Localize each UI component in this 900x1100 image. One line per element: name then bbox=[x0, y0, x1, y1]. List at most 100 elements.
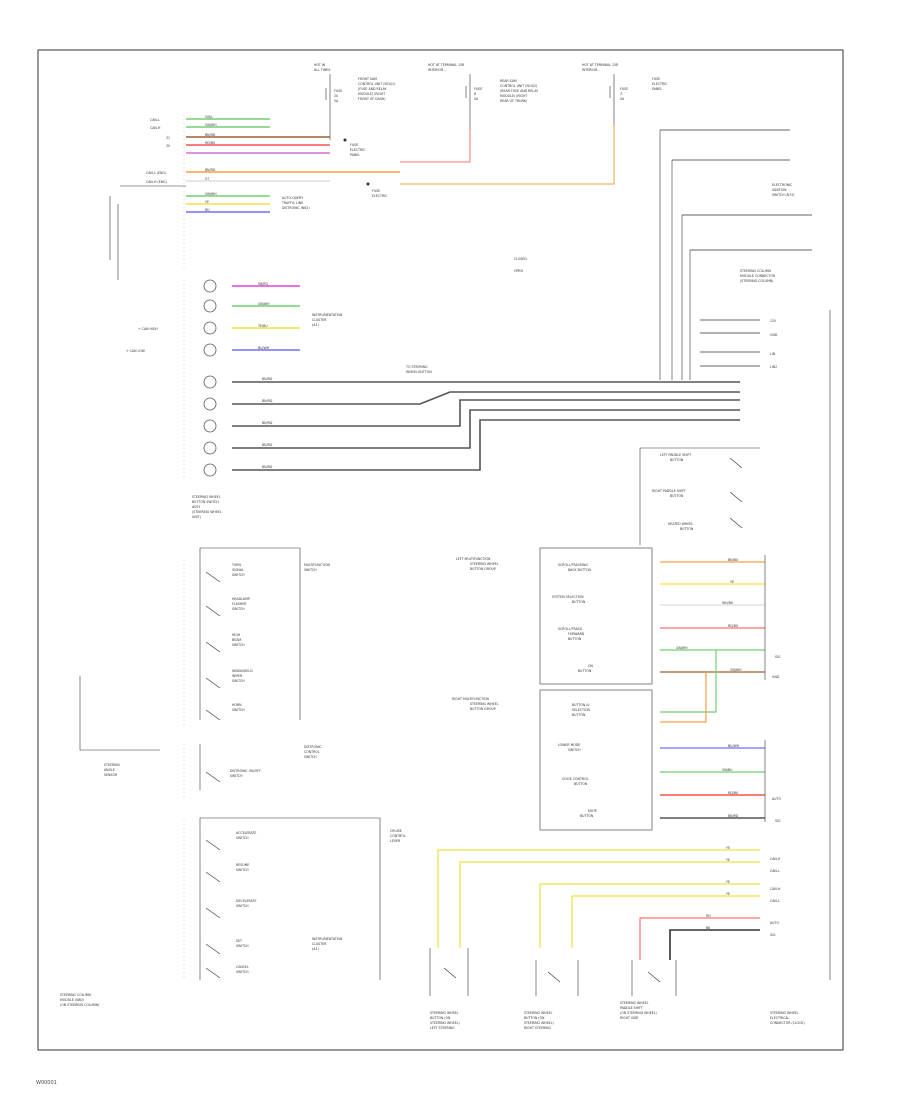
svg-text:BUTTON: BUTTON bbox=[680, 527, 694, 531]
front-sam-label: FRONT SAM CONTROL UNIT (N10/1) (FUSE AND… bbox=[358, 77, 395, 101]
svg-text:BUTTON: BUTTON bbox=[574, 782, 588, 786]
svg-text:IGNITION: IGNITION bbox=[772, 188, 787, 192]
svg-text:BUTTON: BUTTON bbox=[568, 637, 582, 641]
svg-text:ALL TIMES: ALL TIMES bbox=[314, 68, 330, 72]
svg-text:(ON STEERING COLUMN): (ON STEERING COLUMN) bbox=[60, 1003, 99, 1007]
svg-text:BUTTON GROUP: BUTTON GROUP bbox=[470, 567, 496, 571]
svg-text:RD: RD bbox=[706, 914, 711, 918]
svg-text:BN/BU: BN/BU bbox=[728, 558, 739, 562]
svg-text:FUSE: FUSE bbox=[474, 87, 482, 91]
svg-text:ELECTRONIC: ELECTRONIC bbox=[772, 183, 793, 187]
svg-text:MULTIFUNCTION: MULTIFUNCTION bbox=[304, 563, 330, 567]
svg-text:PADDLE SHIFT: PADDLE SHIFT bbox=[620, 1006, 643, 1010]
svg-text:CLUSTER: CLUSTER bbox=[312, 318, 327, 322]
svg-text:LEFT PADDLE SHIFT: LEFT PADDLE SHIFT bbox=[660, 453, 691, 457]
right-sw-group-box: RIGHT MULTIFUNCTION STEERING WHEEL BUTTO… bbox=[452, 689, 653, 831]
svg-text:ON: ON bbox=[588, 664, 594, 668]
svg-text:BUTTON (ON: BUTTON (ON bbox=[524, 1016, 545, 1020]
svg-text:CAN-H: CAN-H bbox=[770, 857, 781, 861]
svg-text:CRUISE: CRUISE bbox=[390, 829, 402, 833]
svg-text:RIGHT SIDE: RIGHT SIDE bbox=[620, 1016, 638, 1020]
svg-text:BUTTON: BUTTON bbox=[580, 814, 594, 818]
svg-text:ACCELERATE: ACCELERATE bbox=[236, 831, 256, 835]
svg-text:MODULE CONNECTOR: MODULE CONNECTOR bbox=[740, 274, 776, 278]
svg-text:SCROLL/TRACKING: SCROLL/TRACKING bbox=[558, 563, 588, 567]
svg-text:BUTTON SWITCH: BUTTON SWITCH bbox=[192, 500, 219, 504]
svg-text:ELECTRICAL: ELECTRICAL bbox=[770, 1016, 790, 1020]
svg-text:RESUME: RESUME bbox=[236, 863, 249, 867]
svg-text:CAN-L: CAN-L bbox=[150, 118, 160, 122]
svg-text:SIG: SIG bbox=[770, 933, 776, 937]
svg-text:SWITCH: SWITCH bbox=[236, 970, 249, 974]
svg-text:SYSTEM SELECTION: SYSTEM SELECTION bbox=[552, 595, 584, 599]
svg-text:SIG: SIG bbox=[775, 819, 781, 823]
svg-text:3: 3 bbox=[620, 92, 622, 96]
svg-text:HOT AT TERMINAL 15R: HOT AT TERMINAL 15R bbox=[428, 63, 465, 67]
svg-text:5A: 5A bbox=[334, 99, 339, 103]
svg-text:DECELERATE: DECELERATE bbox=[236, 899, 256, 903]
svg-text:HEADLAMP: HEADLAMP bbox=[232, 597, 250, 601]
svg-text:BN/RD: BN/RD bbox=[262, 465, 273, 469]
left-sw-group-box: LEFT MULTIFUNCTION STEERING WHEEL BUTTON… bbox=[456, 547, 653, 685]
distronic-switch: DISTRONIC ON/OFF SWITCH DISTRONIC CONTRO… bbox=[199, 744, 322, 790]
fuse-top-right: FUSE 3 5A bbox=[609, 74, 628, 125]
svg-text:DISTRONIC (N62): DISTRONIC (N62) bbox=[282, 206, 310, 210]
right-sw-wires: BN/BU YE WH/BU RD/BU GN/WH GN/WH BU/WH G… bbox=[660, 555, 781, 823]
svg-text:MODULE) (RIGHT: MODULE) (RIGHT bbox=[500, 94, 527, 98]
svg-text:BU: BU bbox=[205, 208, 210, 212]
svg-text:YE: YE bbox=[730, 580, 734, 584]
fuse-ref-label: FUSE ELECTRIC PANEL bbox=[652, 77, 668, 91]
svg-text:FUSE: FUSE bbox=[372, 189, 380, 193]
svg-text:CAN-L: CAN-L bbox=[770, 899, 780, 903]
svg-text:STEERING WHEEL: STEERING WHEEL bbox=[524, 1011, 553, 1015]
svg-text:(FUSE AND RELAY: (FUSE AND RELAY bbox=[358, 87, 387, 91]
svg-text:HORN: HORN bbox=[232, 703, 242, 707]
svg-text:STEERING WHEEL: STEERING WHEEL bbox=[620, 1001, 649, 1005]
svg-text:TO STEERING: TO STEERING bbox=[405, 365, 428, 369]
svg-text:PANEL: PANEL bbox=[652, 87, 662, 91]
svg-text:FUSE: FUSE bbox=[620, 87, 628, 91]
black-bus-group: BN/RD BN/RD BN/RD BN/RD BN/RD bbox=[203, 375, 740, 477]
svg-text:(A1): (A1) bbox=[312, 947, 319, 951]
svg-text:ELECTRIC: ELECTRIC bbox=[652, 82, 668, 86]
svg-text:BUTTON: BUTTON bbox=[670, 494, 684, 498]
svg-text:AUTO: AUTO bbox=[770, 921, 779, 925]
svg-text:TRAFFIC LINE: TRAFFIC LINE bbox=[281, 201, 303, 205]
svg-text:GND: GND bbox=[772, 675, 780, 679]
svg-text:FUSE: FUSE bbox=[350, 143, 358, 147]
svg-text:BN/RD: BN/RD bbox=[262, 399, 273, 403]
svg-text:SWITCH: SWITCH bbox=[236, 868, 249, 872]
svg-text:INTERIOR...: INTERIOR... bbox=[428, 68, 446, 72]
svg-text:HOT IN: HOT IN bbox=[314, 63, 326, 67]
svg-text:(A1): (A1) bbox=[312, 323, 319, 327]
svg-text:BUTTON: BUTTON bbox=[578, 669, 592, 673]
svg-text:GN/BU: GN/BU bbox=[722, 768, 733, 772]
svg-text:INSTRUMENTATION: INSTRUMENTATION bbox=[312, 313, 343, 317]
svg-text:STEERING: STEERING bbox=[104, 763, 121, 767]
svg-text:OPEN: OPEN bbox=[514, 269, 523, 273]
svg-text:CAN-H: CAN-H bbox=[770, 887, 781, 891]
diagram-code: W00001 bbox=[36, 1080, 57, 1086]
svg-text:BN/RD: BN/RD bbox=[728, 814, 739, 818]
svg-text:SENSOR: SENSOR bbox=[104, 773, 118, 777]
svg-text:YE/BU: YE/BU bbox=[258, 324, 268, 328]
svg-text:GN/WH: GN/WH bbox=[730, 668, 742, 672]
svg-text:HEATED WHEEL: HEATED WHEEL bbox=[668, 522, 693, 526]
svg-text:BU/WH: BU/WH bbox=[728, 744, 740, 748]
svg-text:STEERING COLUMN: STEERING COLUMN bbox=[60, 993, 91, 997]
legend: CLOSED OPEN bbox=[514, 257, 527, 273]
right-vertical-bus bbox=[639, 129, 831, 980]
svg-text:BN/RD: BN/RD bbox=[262, 421, 273, 425]
hot-mid-label: HOT AT TERMINAL 15R INTERIOR... bbox=[428, 63, 465, 72]
svg-text:FUSE: FUSE bbox=[334, 89, 342, 93]
svg-text:(ON STEERING WHEEL): (ON STEERING WHEEL) bbox=[620, 1011, 657, 1015]
multifunction-switch-box: MULTIFUNCTION SWITCH TURN SIGNAL SWITCH … bbox=[199, 547, 330, 721]
svg-text:RIGHT STEERING: RIGHT STEERING bbox=[524, 1026, 552, 1030]
svg-text:SWITCH: SWITCH bbox=[232, 679, 245, 683]
svg-text:SWITCH: SWITCH bbox=[304, 755, 317, 759]
svg-text:UNIT): UNIT) bbox=[192, 515, 201, 519]
svg-text:STEERING WHEEL): STEERING WHEEL) bbox=[524, 1021, 554, 1025]
svg-text:FRONT OF DASH): FRONT OF DASH) bbox=[358, 97, 386, 101]
rear-sam-label: REAR SAM CONTROL UNIT (N10/2) (REAR FUSE… bbox=[500, 79, 538, 103]
